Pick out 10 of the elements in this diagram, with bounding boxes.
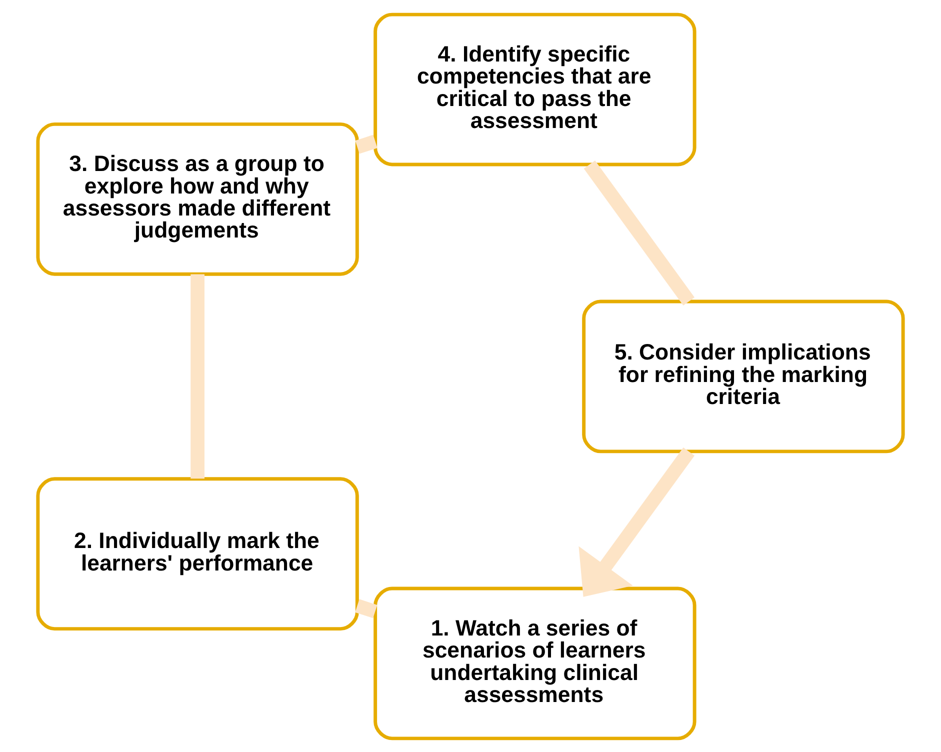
node-box: 4. Identify specific competencies that are critical to pass the assessment (374, 12, 696, 166)
connector (584, 160, 694, 305)
node-box: 3. Discuss as a group to explore how and why assessors made different judgements (36, 122, 359, 276)
connector (355, 134, 378, 154)
node-box: 5. Consider implications for refining the marking criteria (582, 299, 905, 453)
connector (355, 598, 378, 618)
node-box: 2. Individually mark the learners' performance (36, 476, 359, 630)
node-box: 1. Watch a series of scenarios of learners undertaking clinical assessments (374, 586, 696, 740)
arrow (578, 446, 695, 596)
connector (190, 274, 204, 478)
